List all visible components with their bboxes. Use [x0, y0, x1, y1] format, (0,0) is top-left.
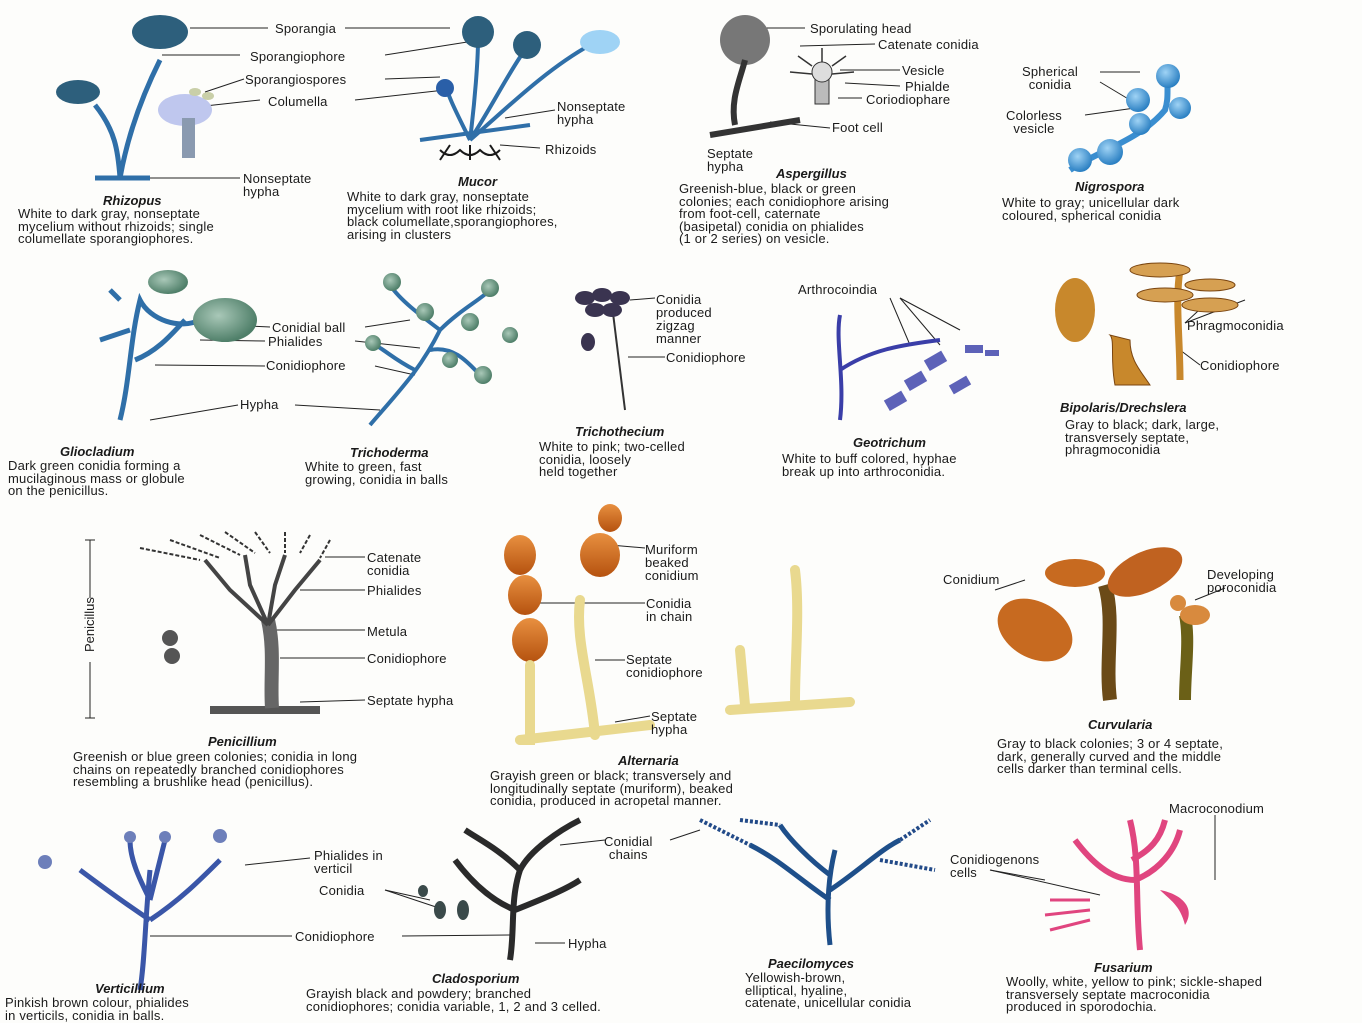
trichothecium-drawing [575, 288, 630, 410]
desc-cladosporium: Grayish black and powdery; branched coni… [306, 988, 601, 1013]
cladosporium-drawing [418, 820, 580, 960]
name-trichoderma: Trichoderma [350, 446, 429, 460]
fusarium-drawing [1045, 820, 1189, 950]
desc-alternaria: Grayish green or black; transversely and… [490, 770, 733, 808]
penicillium-drawing [140, 532, 330, 714]
desc-penicillium: Greenish or blue green colonies; conidia… [73, 751, 357, 789]
label-macroconodium: Macroconodium [1169, 802, 1264, 815]
label-vesicle: Vesicle [902, 64, 945, 77]
geotrichum-drawing [839, 315, 999, 420]
label-conidiophore-vert: Conidiophore [295, 930, 375, 943]
name-gliocladium: Gliocladium [60, 445, 134, 459]
label-phragmoconidia: Phragmoconidia [1187, 319, 1284, 332]
desc-curvularia: Gray to black colonies; 3 or 4 septate, … [997, 738, 1223, 776]
label-conidiophore-pen: Conidiophore [367, 652, 447, 665]
label-developing-poroconidia: Developing poroconidia [1207, 568, 1276, 594]
label-nonseptate-hypha-mucor: Nonseptate hypha [557, 100, 626, 126]
label-phialides-in-verticil: Phialides in verticil [314, 849, 383, 875]
label-muriform-beaked-conidium: Muriform beaked conidium [645, 543, 699, 582]
label-conidial-chains: Conidial chains [604, 835, 653, 861]
label-rhizoids: Rhizoids [545, 143, 596, 156]
desc-geotrichum: White to buff colored, hyphae break up i… [782, 453, 957, 478]
label-sporulating-head: Sporulating head [810, 22, 912, 35]
label-conidia-zigzag: Conidia produced zigzag manner [656, 293, 712, 345]
desc-nigrospora: White to gray; unicellular dark coloured… [1002, 197, 1179, 222]
desc-mucor: White to dark gray, nonseptate mycelium … [347, 191, 558, 241]
paecilomyces-drawing [700, 820, 935, 945]
name-trichothecium: Trichothecium [575, 425, 664, 439]
label-spherical-conidia: Spherical conidia [1022, 65, 1078, 91]
label-conidiophore-trich: Conidiophore [666, 351, 746, 364]
name-alternaria: Alternaria [618, 754, 679, 768]
label-penicillus: Penicillus [82, 597, 97, 652]
label-conidiogenons-cells: Conidiogenons cells [950, 853, 1039, 879]
label-nonseptate-hypha-rhizopus: Nonseptate hypha [243, 172, 312, 198]
desc-trichoderma: White to green, fast growing, conidia in… [305, 461, 448, 486]
label-columella: Columella [268, 95, 328, 108]
label-conidiophore-tri: Conidiophore [266, 359, 346, 372]
label-septate-conidiophore: Septate conidiophore [626, 653, 703, 679]
label-septate-hypha-asp: Septate hypha [707, 147, 753, 173]
label-conidia-in-chain: Conidia in chain [646, 597, 692, 623]
verticillium-drawing [38, 829, 227, 990]
trichoderma-drawing [365, 273, 518, 425]
label-catenate-conidia-pen: Catenate conidia [367, 551, 421, 577]
label-coriodiophare: Coriodiophare [866, 93, 950, 106]
desc-rhizopus: White to dark gray, nonseptate mycelium … [18, 208, 214, 246]
curvularia-drawing [986, 537, 1210, 700]
label-foot-cell: Foot cell [832, 121, 883, 134]
label-septate-hypha-pen: Septate hypha [367, 694, 453, 707]
label-colorless-vesicle: Colorless vesicle [1006, 109, 1062, 135]
name-bipolaris: Bipolaris/Drechslera [1060, 401, 1186, 415]
label-phialides-tri: Phialides [268, 335, 323, 348]
rhizopus-drawing [56, 15, 214, 178]
label-phialides-pen: Phialides [367, 584, 422, 597]
desc-gliocladium: Dark green conidia forming a mucilaginou… [8, 460, 185, 498]
label-conidium: Conidium [943, 573, 1000, 586]
label-hypha-clad: Hypha [568, 937, 607, 950]
name-aspergillus: Aspergillus [776, 167, 847, 181]
label-hypha-tri: Hypha [240, 398, 279, 411]
desc-verticillium: Pinkish brown colour, phialides in verti… [5, 997, 189, 1022]
name-mucor: Mucor [458, 175, 497, 189]
mucor-drawing [420, 16, 620, 160]
label-catenate-conidia-asp: Catenate conidia [878, 38, 979, 51]
gliocladium-drawing [100, 270, 257, 420]
desc-paecilomyces: Yellowish-brown, elliptical, hyaline, ca… [745, 972, 911, 1010]
name-nigrospora: Nigrospora [1075, 180, 1144, 194]
name-paecilomyces: Paecilomyces [768, 957, 854, 971]
label-sporangiospores: Sporangiospores [245, 73, 346, 86]
label-sporangiophore: Sporangiophore [250, 50, 345, 63]
desc-aspergillus: Greenish-blue, black or green colonies; … [679, 183, 889, 246]
label-conidia-vert: Conidia [319, 884, 365, 897]
name-cladosporium: Cladosporium [432, 972, 519, 986]
nigrospora-drawing [1068, 64, 1191, 172]
name-geotrichum: Geotrichum [853, 436, 926, 450]
desc-bipolaris: Gray to black; dark, large, transversely… [1065, 419, 1219, 457]
desc-trichothecium: White to pink; two-celled conidia, loose… [539, 441, 685, 479]
label-arthrocoindia: Arthrocoindia [798, 283, 877, 296]
label-metula: Metula [367, 625, 407, 638]
name-verticillium: Verticillium [95, 982, 165, 996]
name-penicillium: Penicillium [208, 735, 277, 749]
desc-fusarium: Woolly, white, yellow to pink; sickle-sh… [1006, 976, 1262, 1014]
name-fusarium: Fusarium [1094, 961, 1153, 975]
name-curvularia: Curvularia [1088, 718, 1152, 732]
label-septate-hypha-alt: Septate hypha [651, 710, 697, 736]
label-conidial-ball: Conidial ball [272, 321, 345, 334]
label-sporangia: Sporangia [275, 22, 336, 35]
label-conidiophore-bip: Conidiophore [1200, 359, 1280, 372]
